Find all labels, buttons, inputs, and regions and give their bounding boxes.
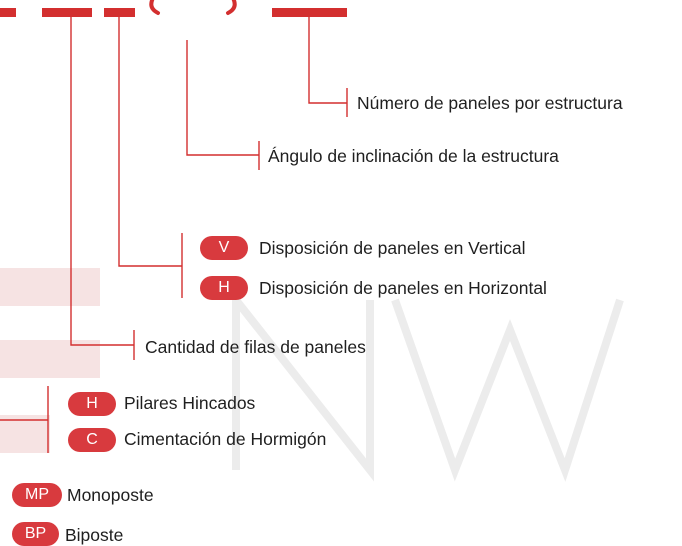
connectors — [0, 17, 348, 453]
label-tilt-angle: Ángulo de inclinación de la estructura — [268, 146, 559, 166]
watermark-e-bar-top — [0, 268, 100, 306]
code-angle-paren-right — [226, 0, 237, 15]
connector-tilt-angle — [186, 40, 259, 156]
watermark-n — [232, 288, 374, 482]
badge-horizontal: H — [200, 276, 248, 300]
watermark-letters — [232, 288, 624, 482]
code-angle-parens — [149, 0, 237, 15]
label-panels-per-structure: Número de paneles por estructura — [357, 93, 623, 113]
code-segment-1 — [0, 8, 16, 17]
badge-driven-piles: H — [68, 392, 116, 416]
connector-rows — [70, 17, 134, 346]
connector-arrangement — [118, 17, 182, 267]
label-driven-piles: Pilares Hincados — [124, 393, 256, 413]
code-segment-4 — [272, 8, 347, 17]
watermark-w — [391, 298, 624, 482]
connector-panels-per-structure — [308, 17, 347, 104]
label-vertical: Disposición de paneles en Vertical — [259, 238, 526, 258]
label-monopost: Monoposte — [67, 485, 154, 505]
badge-concrete: C — [68, 428, 116, 452]
label-bipost: Biposte — [65, 525, 124, 545]
watermark-e-bar-mid — [0, 340, 100, 378]
watermark — [0, 268, 100, 453]
badge-bipost: BP — [12, 522, 59, 546]
label-rows: Cantidad de filas de paneles — [145, 337, 366, 357]
watermark-e-bar-low — [0, 415, 50, 453]
code-segment-2 — [42, 8, 92, 17]
badge-vertical: V — [200, 236, 248, 260]
label-concrete: Cimentación de Hormigón — [124, 429, 327, 449]
code-segments — [0, 8, 347, 17]
code-segment-3 — [104, 8, 135, 17]
label-horizontal: Disposición de paneles en Horizontal — [259, 278, 547, 298]
code-angle-paren-left — [149, 0, 160, 15]
badge-monopost: MP — [12, 483, 62, 507]
